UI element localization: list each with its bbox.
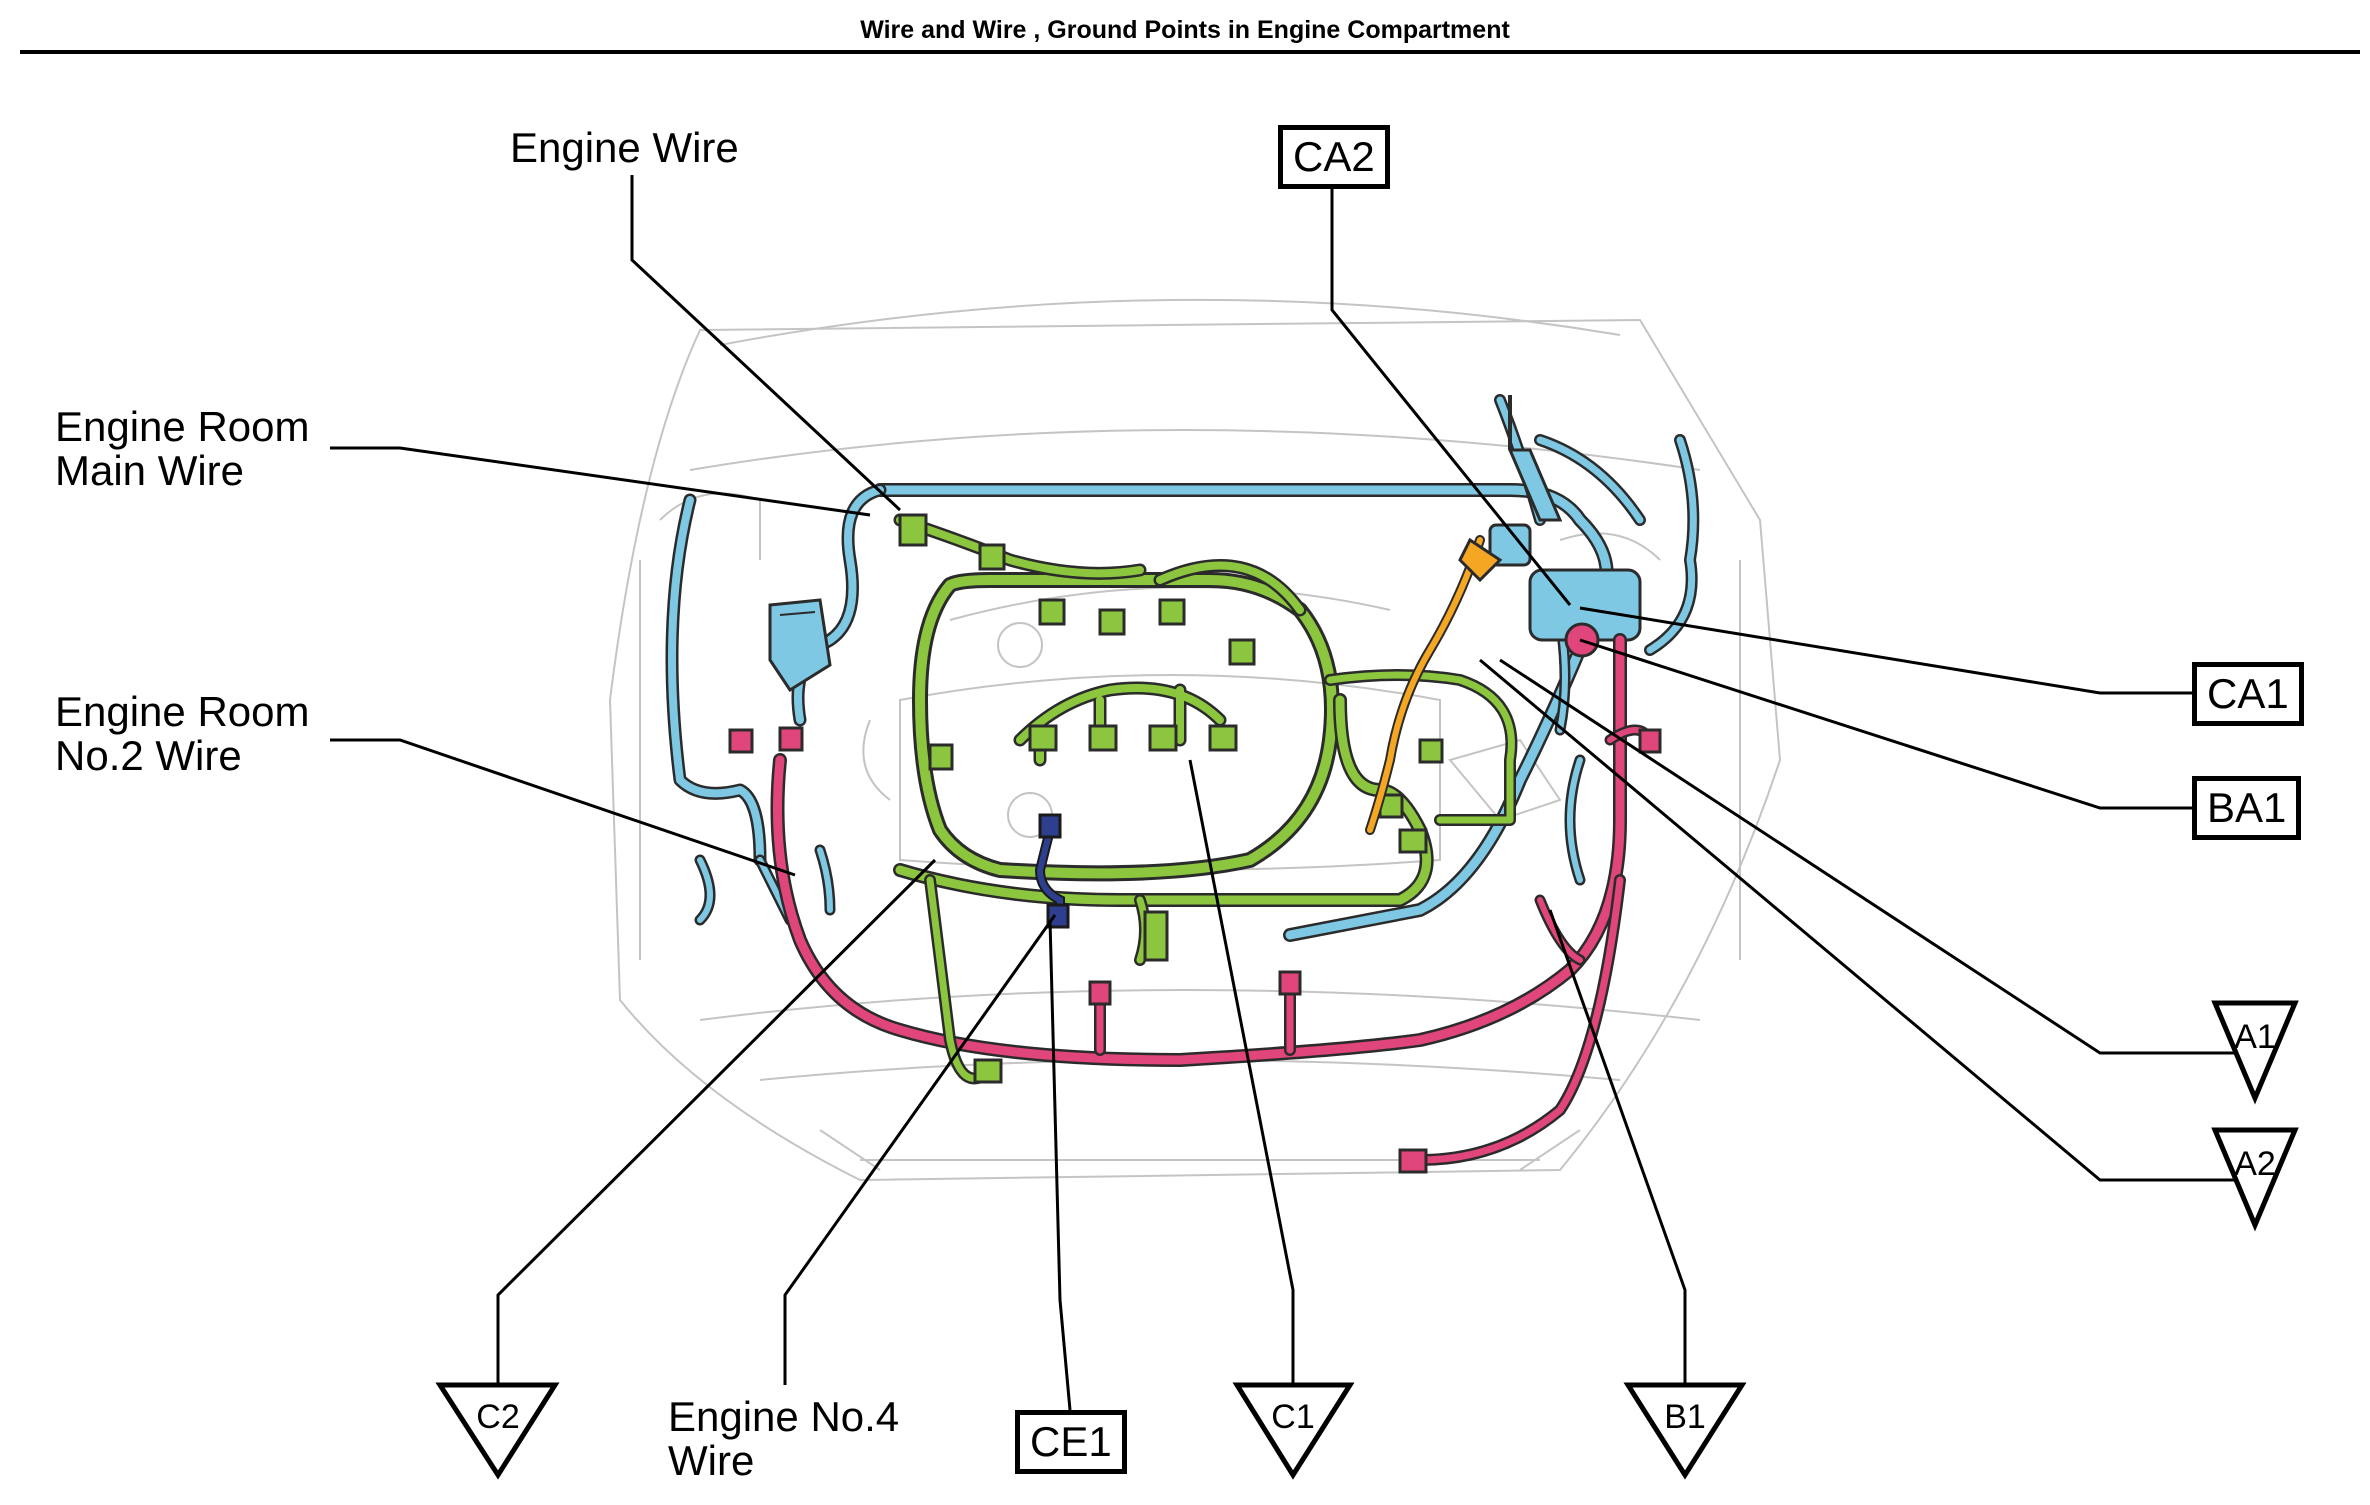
engine-no4-wire-label-line2: Wire <box>668 1437 755 1484</box>
engine-no4-wire-label-line1: Engine No.4 <box>668 1393 900 1440</box>
leader-lines <box>330 175 2238 1411</box>
ground-point-b1: B1 <box>1623 1382 1747 1480</box>
ground-point-a1: A1 <box>2211 1000 2299 1105</box>
relay-box <box>768 598 832 693</box>
ground-point-b1-label: B1 <box>1664 1398 1706 1436</box>
title-rule <box>20 50 2360 54</box>
ground-point-c2-label: C2 <box>476 1398 519 1436</box>
connector-ce1-box: CE1 <box>1015 1410 1127 1474</box>
ground-point-a1-label: A1 <box>2234 1018 2276 1056</box>
engine-room-main-wire-label-line1: Engine Room <box>55 403 310 450</box>
page-title: Wire and Wire , Ground Points in Engine … <box>860 16 1510 44</box>
connector-ca2-box: CA2 <box>1278 125 1390 189</box>
engine-no4-wire-label: Engine No.4 Wire <box>668 1395 899 1483</box>
ground-point-a2-label: A2 <box>2234 1145 2276 1183</box>
ground-point-a2: A2 <box>2211 1127 2299 1232</box>
engine-room-main-wire-label-line2: Main Wire <box>55 447 245 494</box>
engine-room-no2-wire-label-line2: No.2 Wire <box>55 732 242 779</box>
engine-wire-label: Engine Wire <box>510 124 739 171</box>
engine-room-main-wire-label: Engine Room Main Wire <box>55 405 309 493</box>
ground-point-c2: C2 <box>435 1382 560 1480</box>
engine-room-no2-wire-label: Engine Room No.2 Wire <box>55 690 309 778</box>
connector-ba1-box: BA1 <box>2192 776 2302 840</box>
orange-wire <box>1365 535 1503 835</box>
engine-room-no2-wire-label-line1: Engine Room <box>55 688 310 735</box>
connector-ca1-box: CA1 <box>2192 662 2304 726</box>
green-connectors <box>898 513 1444 1084</box>
ground-point-c1-label: C1 <box>1271 1398 1314 1436</box>
engine-no4-wire-harness <box>1034 813 1070 929</box>
ground-point-c1: C1 <box>1232 1382 1355 1480</box>
